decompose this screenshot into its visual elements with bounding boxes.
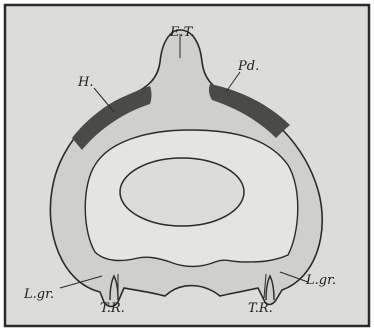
label-pd: Pd. — [237, 59, 259, 74]
label-h: H. — [77, 75, 93, 90]
label-tr-right: T.R. — [248, 301, 273, 316]
label-et: E.T. — [169, 25, 195, 40]
label-lgr-right: L.gr. — [305, 273, 336, 288]
label-lgr-left: L.gr. — [23, 287, 54, 302]
central-oval — [120, 158, 244, 226]
label-tr-left: T.R. — [100, 301, 125, 316]
